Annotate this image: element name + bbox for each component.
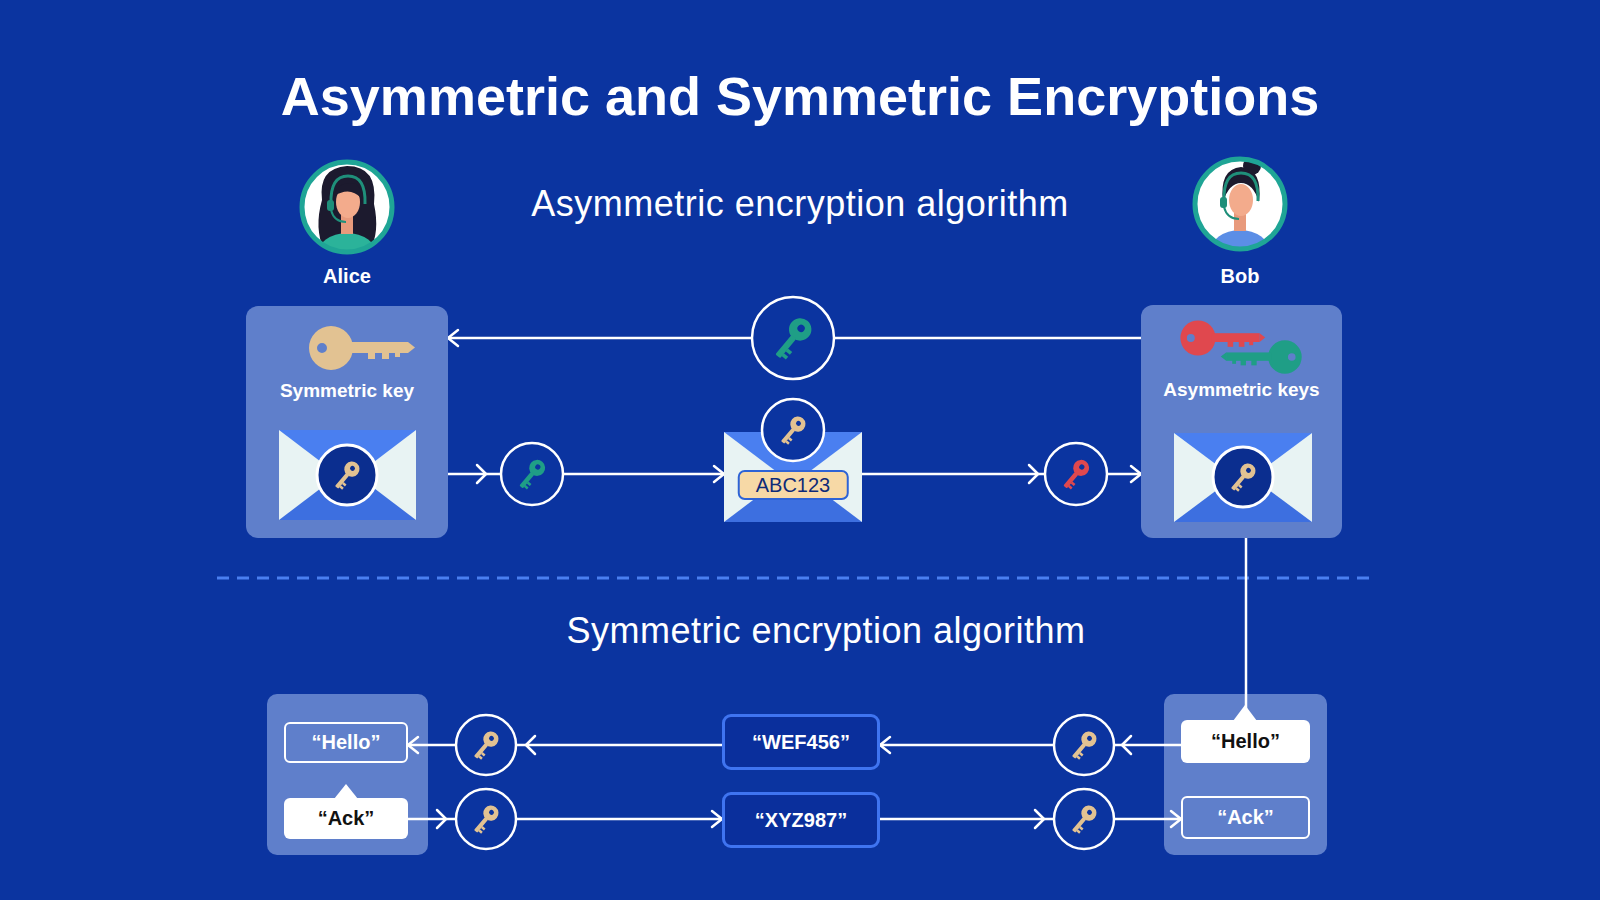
connector [880, 811, 1181, 827]
key-icon [456, 715, 516, 775]
bob-avatar [1224, 173, 1258, 201]
key-icon [456, 715, 516, 775]
bob-avatar [1229, 184, 1253, 216]
arrow-head [448, 330, 458, 346]
key-icon [1054, 789, 1114, 849]
ciphertext: “XYZ987” [755, 809, 847, 832]
alice-avatar [331, 176, 365, 204]
key-icon [1054, 789, 1114, 849]
alice-avatar [302, 162, 392, 277]
key-icon [1054, 715, 1114, 775]
speech-tail [1233, 705, 1257, 721]
bob-avatar [1196, 157, 1284, 274]
connector-line [880, 818, 1181, 821]
arrow-head [712, 811, 722, 827]
key-icon [456, 789, 516, 849]
key-icon [1068, 728, 1100, 762]
connector-line [1245, 538, 1248, 720]
key-icon [1068, 802, 1100, 836]
message-text: “Hello” [312, 731, 381, 754]
diagram-title: Asymmetric and Symmetric Encryptions [0, 60, 1600, 132]
panel-title: Asymmetric keys [1141, 379, 1342, 401]
ciphertext: ABC123 [738, 470, 849, 500]
speech-tail [334, 784, 358, 799]
bob-message-panel [1164, 694, 1327, 855]
arrow-head [477, 465, 486, 483]
ciphertext-box: “XYZ987” [722, 792, 880, 848]
arrow-head [437, 810, 446, 828]
bob-avatar [1195, 159, 1285, 249]
person-avatar: Bob [1182, 155, 1298, 290]
alice-avatar [327, 200, 334, 211]
message-box: “Hello” [1181, 720, 1310, 763]
key-panel: Asymmetric keys [1141, 305, 1342, 538]
arrow-head [1131, 466, 1141, 482]
connector [1246, 538, 1247, 720]
arrow-head [408, 737, 418, 753]
arrow-head [714, 466, 724, 482]
arrow-head [1029, 465, 1038, 483]
arrow-head [1171, 811, 1181, 827]
connector-line [880, 744, 1181, 747]
alice-avatar [334, 183, 361, 198]
key-icon [501, 443, 563, 505]
alice-avatar [302, 162, 392, 252]
key-icon [1045, 443, 1107, 505]
section-heading: Asymmetric encryption algorithm [531, 183, 1069, 225]
arrow-head [1122, 736, 1131, 754]
key-icon [1045, 443, 1107, 505]
encrypted-envelope: ABC123 [724, 432, 862, 522]
alice-avatar [331, 210, 346, 222]
key-icon [752, 297, 834, 379]
message-text: “Ack” [318, 807, 375, 830]
person-avatar: Alice [289, 158, 405, 290]
message-text: “Hello” [1211, 730, 1280, 753]
connector-line [448, 473, 724, 476]
key-icon [515, 457, 548, 493]
key-panel: Symmetric key [246, 306, 448, 538]
ciphertext-box: “WEF456” [722, 714, 880, 770]
message-box: “Ack” [284, 798, 408, 839]
person-name: Bob [1182, 265, 1298, 288]
message-box: “Ack” [1181, 796, 1310, 839]
message-box: “Hello” [284, 722, 408, 763]
alice-message-panel [267, 694, 428, 855]
section-heading: Symmetric encryption algorithm [566, 610, 1085, 652]
key-icon [769, 314, 816, 364]
connector [448, 466, 724, 482]
ciphertext: “WEF456” [752, 731, 850, 754]
arrow-head [526, 736, 535, 754]
bob-avatar [1195, 157, 1285, 274]
key-icon [1054, 715, 1114, 775]
alice-avatar [303, 163, 391, 277]
arrow-head [880, 737, 890, 753]
connector [880, 737, 1181, 753]
key-icon [1059, 457, 1092, 493]
arrow-head [1035, 810, 1044, 828]
person-name: Alice [289, 265, 405, 288]
divider-line [217, 577, 1373, 580]
key-icon [470, 728, 502, 762]
key-icon [752, 297, 834, 379]
key-icon [470, 802, 502, 836]
key-icon [501, 443, 563, 505]
bob-avatar [1220, 197, 1227, 208]
panel-title: Symmetric key [246, 380, 448, 402]
bob-avatar [1224, 207, 1239, 219]
message-text: “Ack” [1217, 806, 1274, 829]
envelope-shape [724, 432, 862, 522]
key-icon [456, 789, 516, 849]
